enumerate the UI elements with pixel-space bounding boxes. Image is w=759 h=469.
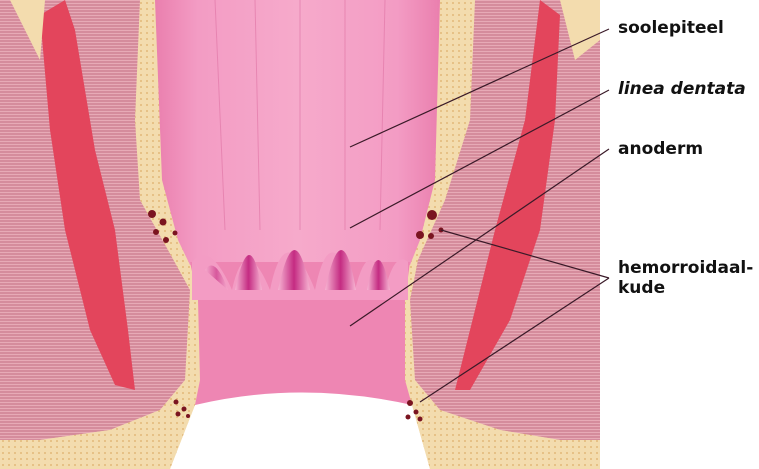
label-soolepiteel: soolepiteel xyxy=(618,18,724,38)
label-hemorroidaalkude-line1: hemorroidaal- xyxy=(618,258,753,278)
label-hemorroidaalkude-line2: kude xyxy=(618,278,753,298)
label-hemorroidaalkude: hemorroidaal- kude xyxy=(618,258,753,298)
label-linea-dentata: linea dentata xyxy=(618,79,746,99)
label-anoderm: anoderm xyxy=(618,139,703,159)
anal-opening xyxy=(170,393,430,469)
rectal-mucosa xyxy=(155,0,440,265)
